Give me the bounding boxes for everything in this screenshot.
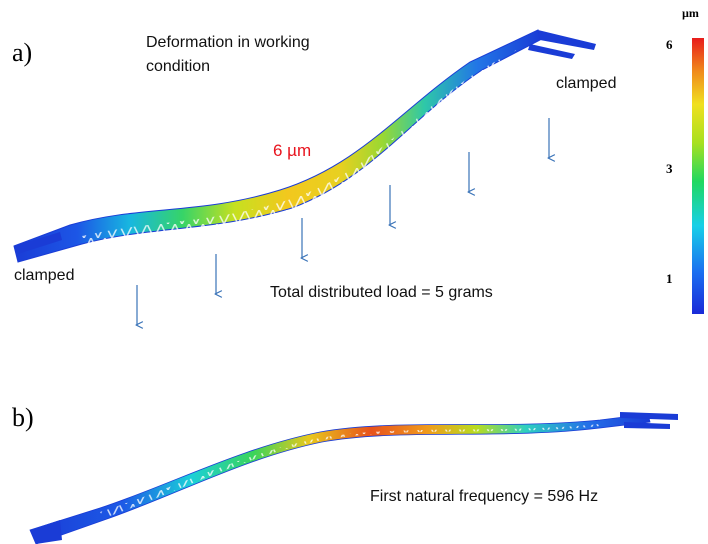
total-load-label: Total distributed load = 5 grams <box>270 284 493 301</box>
colorbar-unit: µm <box>682 6 699 20</box>
mode-shape-beam-b <box>29 412 678 544</box>
panel-a-label: a) <box>12 38 33 67</box>
deformed-beam-a <box>13 29 596 263</box>
panel-a-title-line1: Deformation in working <box>146 34 310 51</box>
colorbar-scale <box>692 38 704 314</box>
colorbar-tick-3: 3 <box>666 161 673 176</box>
colorbar-tick-1: 1 <box>666 271 673 286</box>
colorbar-tick-6: 6 <box>666 37 673 52</box>
natural-frequency-label: First natural frequency = 596 Hz <box>370 488 599 505</box>
panel-b-label: b) <box>12 403 34 432</box>
max-deformation-label: 6 µm <box>273 141 312 160</box>
clamped-left-label: clamped <box>14 267 75 284</box>
load-arrows <box>137 118 549 325</box>
clamped-right-label: clamped <box>556 75 617 92</box>
panel-a-title-line2: condition <box>146 58 211 75</box>
